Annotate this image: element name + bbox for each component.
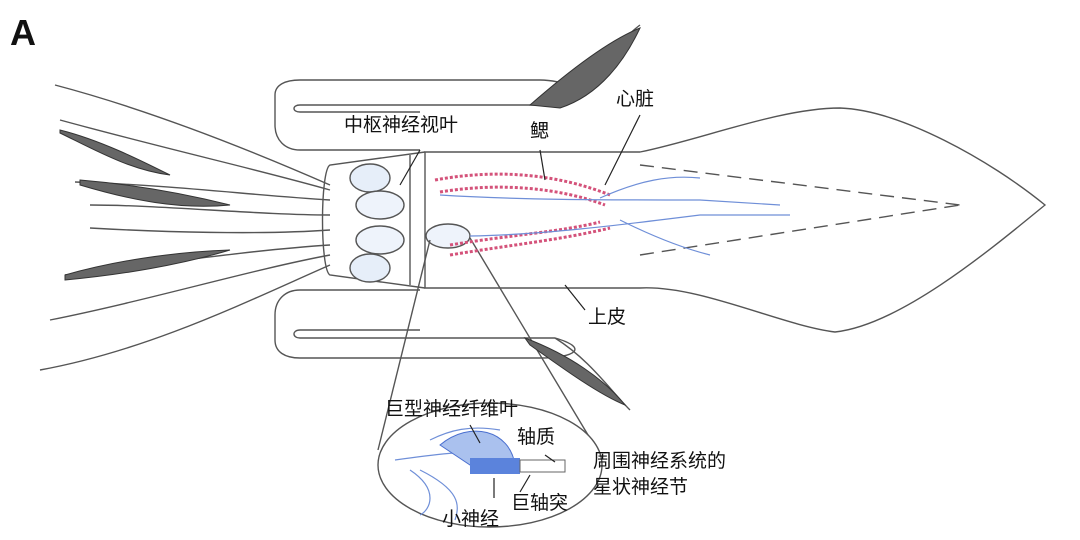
arm [39,264,331,371]
arm [59,119,331,191]
gill-bottom [449,226,611,257]
tentacle-club [59,129,171,176]
axoplasm-shape [519,459,566,473]
label-epidermis: 上皮 [588,306,627,328]
eye-bottom [349,253,391,283]
label-gill: 鳃 [530,120,550,142]
gill-top [434,172,611,197]
label-giant-axon: 巨轴突 [511,492,569,514]
eye-top [349,163,391,193]
arm [54,84,331,186]
label-stellate-line1: 周围神经系统的 [593,450,727,472]
label-heart: 心脏 [616,88,655,110]
panel-label: A [10,12,36,53]
mantle-outline [424,107,1047,333]
tentacle-club [79,179,231,207]
label-axoplasm: 轴质 [517,426,556,448]
giant-axon-shape [470,458,520,474]
zoom-line-left [377,239,431,451]
upper-loop [274,79,578,151]
tentacle-club [528,27,641,109]
label-small-nerve: 小神经 [442,508,500,530]
tentacle-club [523,336,627,407]
arm [89,227,331,234]
label-giant-fiber-lobe: 巨型神经纤维叶 [385,398,519,420]
mantle-dashed-top [639,164,961,206]
label-optic-lobe: 中枢神经视叶 [344,114,459,136]
mantle-dashed-bottom [639,204,961,256]
nerve [469,214,790,237]
nerve [439,194,781,206]
label-stellate-line2: 星状神经节 [593,476,689,498]
tentacle-club [64,249,231,281]
arm [89,204,331,216]
arm [49,254,331,321]
head-outline [321,151,426,289]
lower-loop [274,289,576,359]
stellate-ganglion [425,223,471,249]
